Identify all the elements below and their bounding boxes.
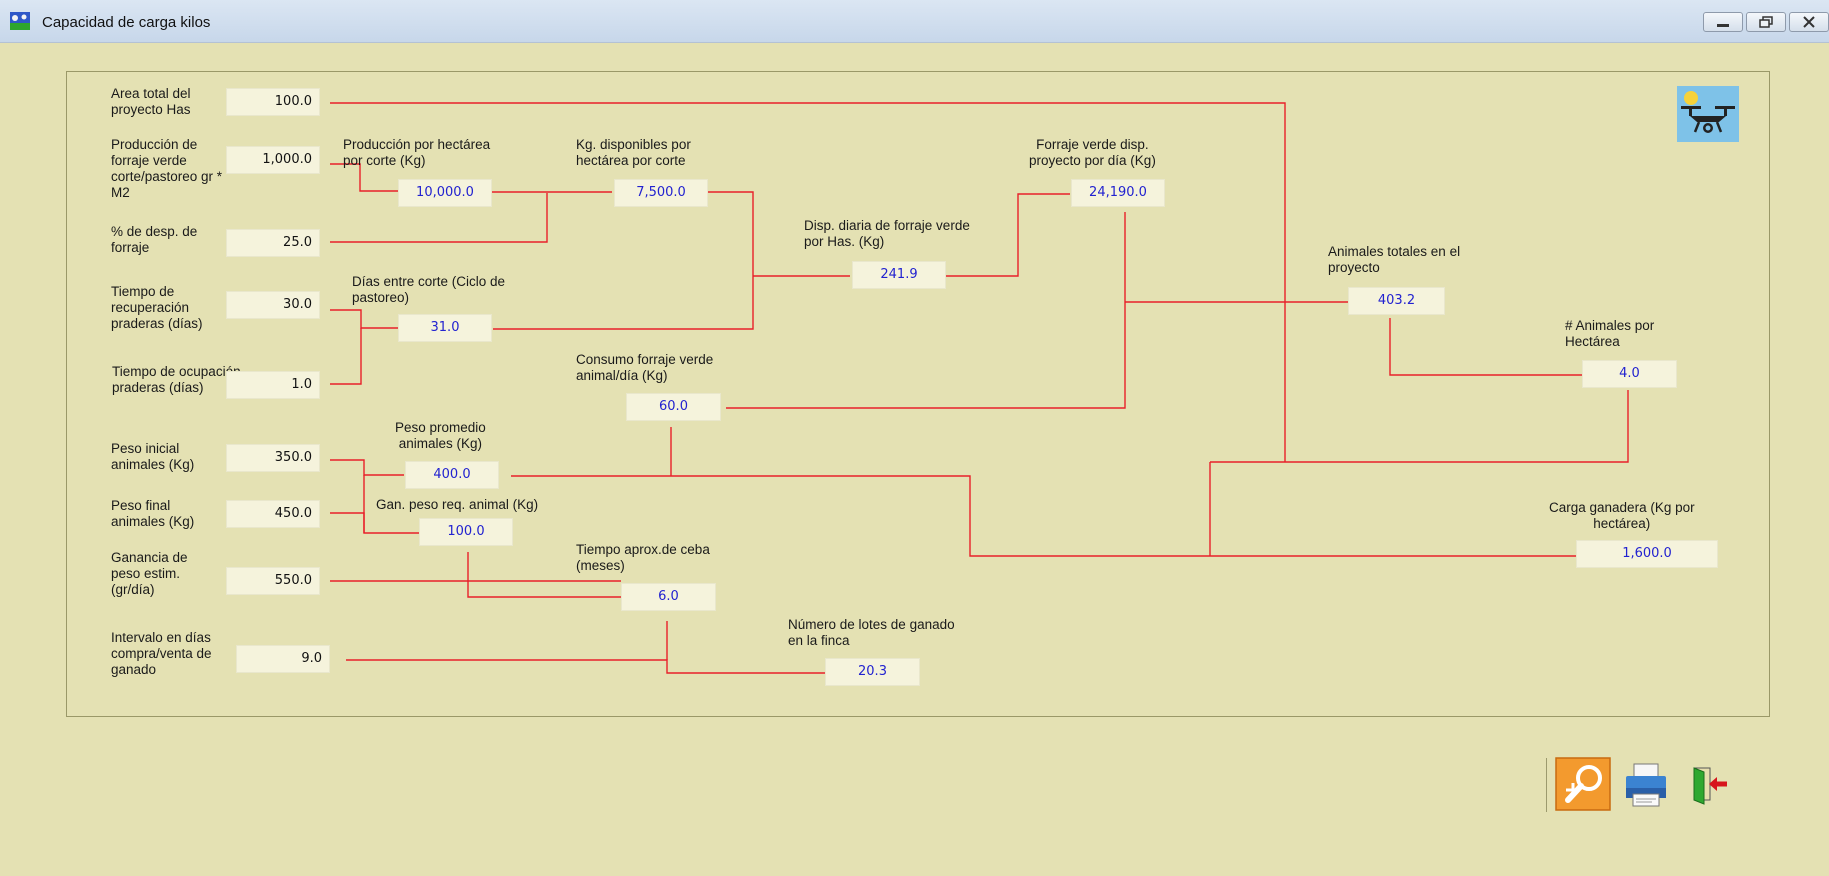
tiempo-recuperacion-field[interactable]: 30.0: [226, 291, 320, 319]
numero-lotes-value: 20.3: [825, 658, 920, 686]
close-icon: [1803, 16, 1815, 28]
restore-icon: [1759, 16, 1773, 28]
drone-icon: [1681, 91, 1735, 133]
produccion-hectarea-value: 10,000.0: [398, 179, 492, 207]
gan-peso-value: 100.0: [419, 518, 513, 546]
animales-hectarea-value: 4.0: [1582, 360, 1677, 388]
zoom-search-icon: [1555, 757, 1611, 811]
exit-door-icon: [1693, 767, 1727, 805]
toolbar-separator: [1546, 758, 1547, 812]
minimize-icon: [1717, 24, 1729, 27]
desp-forraje-field[interactable]: 25.0: [226, 229, 320, 257]
tiempo-ocupacion-field[interactable]: 1.0: [226, 371, 320, 399]
peso-promedio-value: 400.0: [405, 461, 499, 489]
kg-disponibles-value: 7,500.0: [614, 179, 708, 207]
label-tiempo-ceba: Tiempo aprox.de ceba(meses): [576, 542, 710, 573]
zoom-button[interactable]: [1554, 756, 1612, 812]
window-title: Capacidad de carga kilos: [42, 14, 211, 31]
animales-totales-value: 403.2: [1348, 287, 1445, 315]
restore-button[interactable]: [1746, 12, 1786, 32]
ganancia-peso-field[interactable]: 550.0: [226, 567, 320, 595]
area-total-field[interactable]: 100.0: [226, 88, 320, 116]
peso-final-field[interactable]: 450.0: [226, 500, 320, 528]
minimize-button[interactable]: [1703, 12, 1743, 32]
label-forraje-proyecto: Forraje verde disp.proyecto por día (Kg): [1029, 137, 1156, 168]
printer-icon: [1626, 763, 1666, 807]
window-titlebar: Capacidad de carga kilos: [0, 0, 1829, 43]
exit-button[interactable]: [1679, 756, 1737, 812]
tiempo-ceba-value: 6.0: [621, 583, 716, 611]
carga-ganadera-value: 1,600.0: [1576, 540, 1718, 568]
peso-inicial-field[interactable]: 350.0: [226, 444, 320, 472]
produccion-forraje-field[interactable]: 1,000.0: [226, 146, 320, 174]
forraje-proyecto-value: 24,190.0: [1071, 179, 1165, 207]
intervalo-dias-field[interactable]: 9.0: [236, 645, 330, 673]
print-button[interactable]: [1617, 756, 1675, 812]
disp-diaria-value: 241.9: [852, 261, 946, 289]
label-gan-peso: Gan. peso req. animal (Kg): [376, 497, 539, 512]
calculation-panel: [66, 71, 1770, 717]
consumo-forraje-value: 60.0: [626, 393, 721, 421]
dias-entre-corte-value: 31.0: [398, 314, 492, 342]
app-icon: [10, 12, 30, 30]
drone-button[interactable]: [1677, 86, 1739, 142]
label-tiempo-ocupacion: Tiempo de ocupación praderas (días): [112, 364, 241, 395]
